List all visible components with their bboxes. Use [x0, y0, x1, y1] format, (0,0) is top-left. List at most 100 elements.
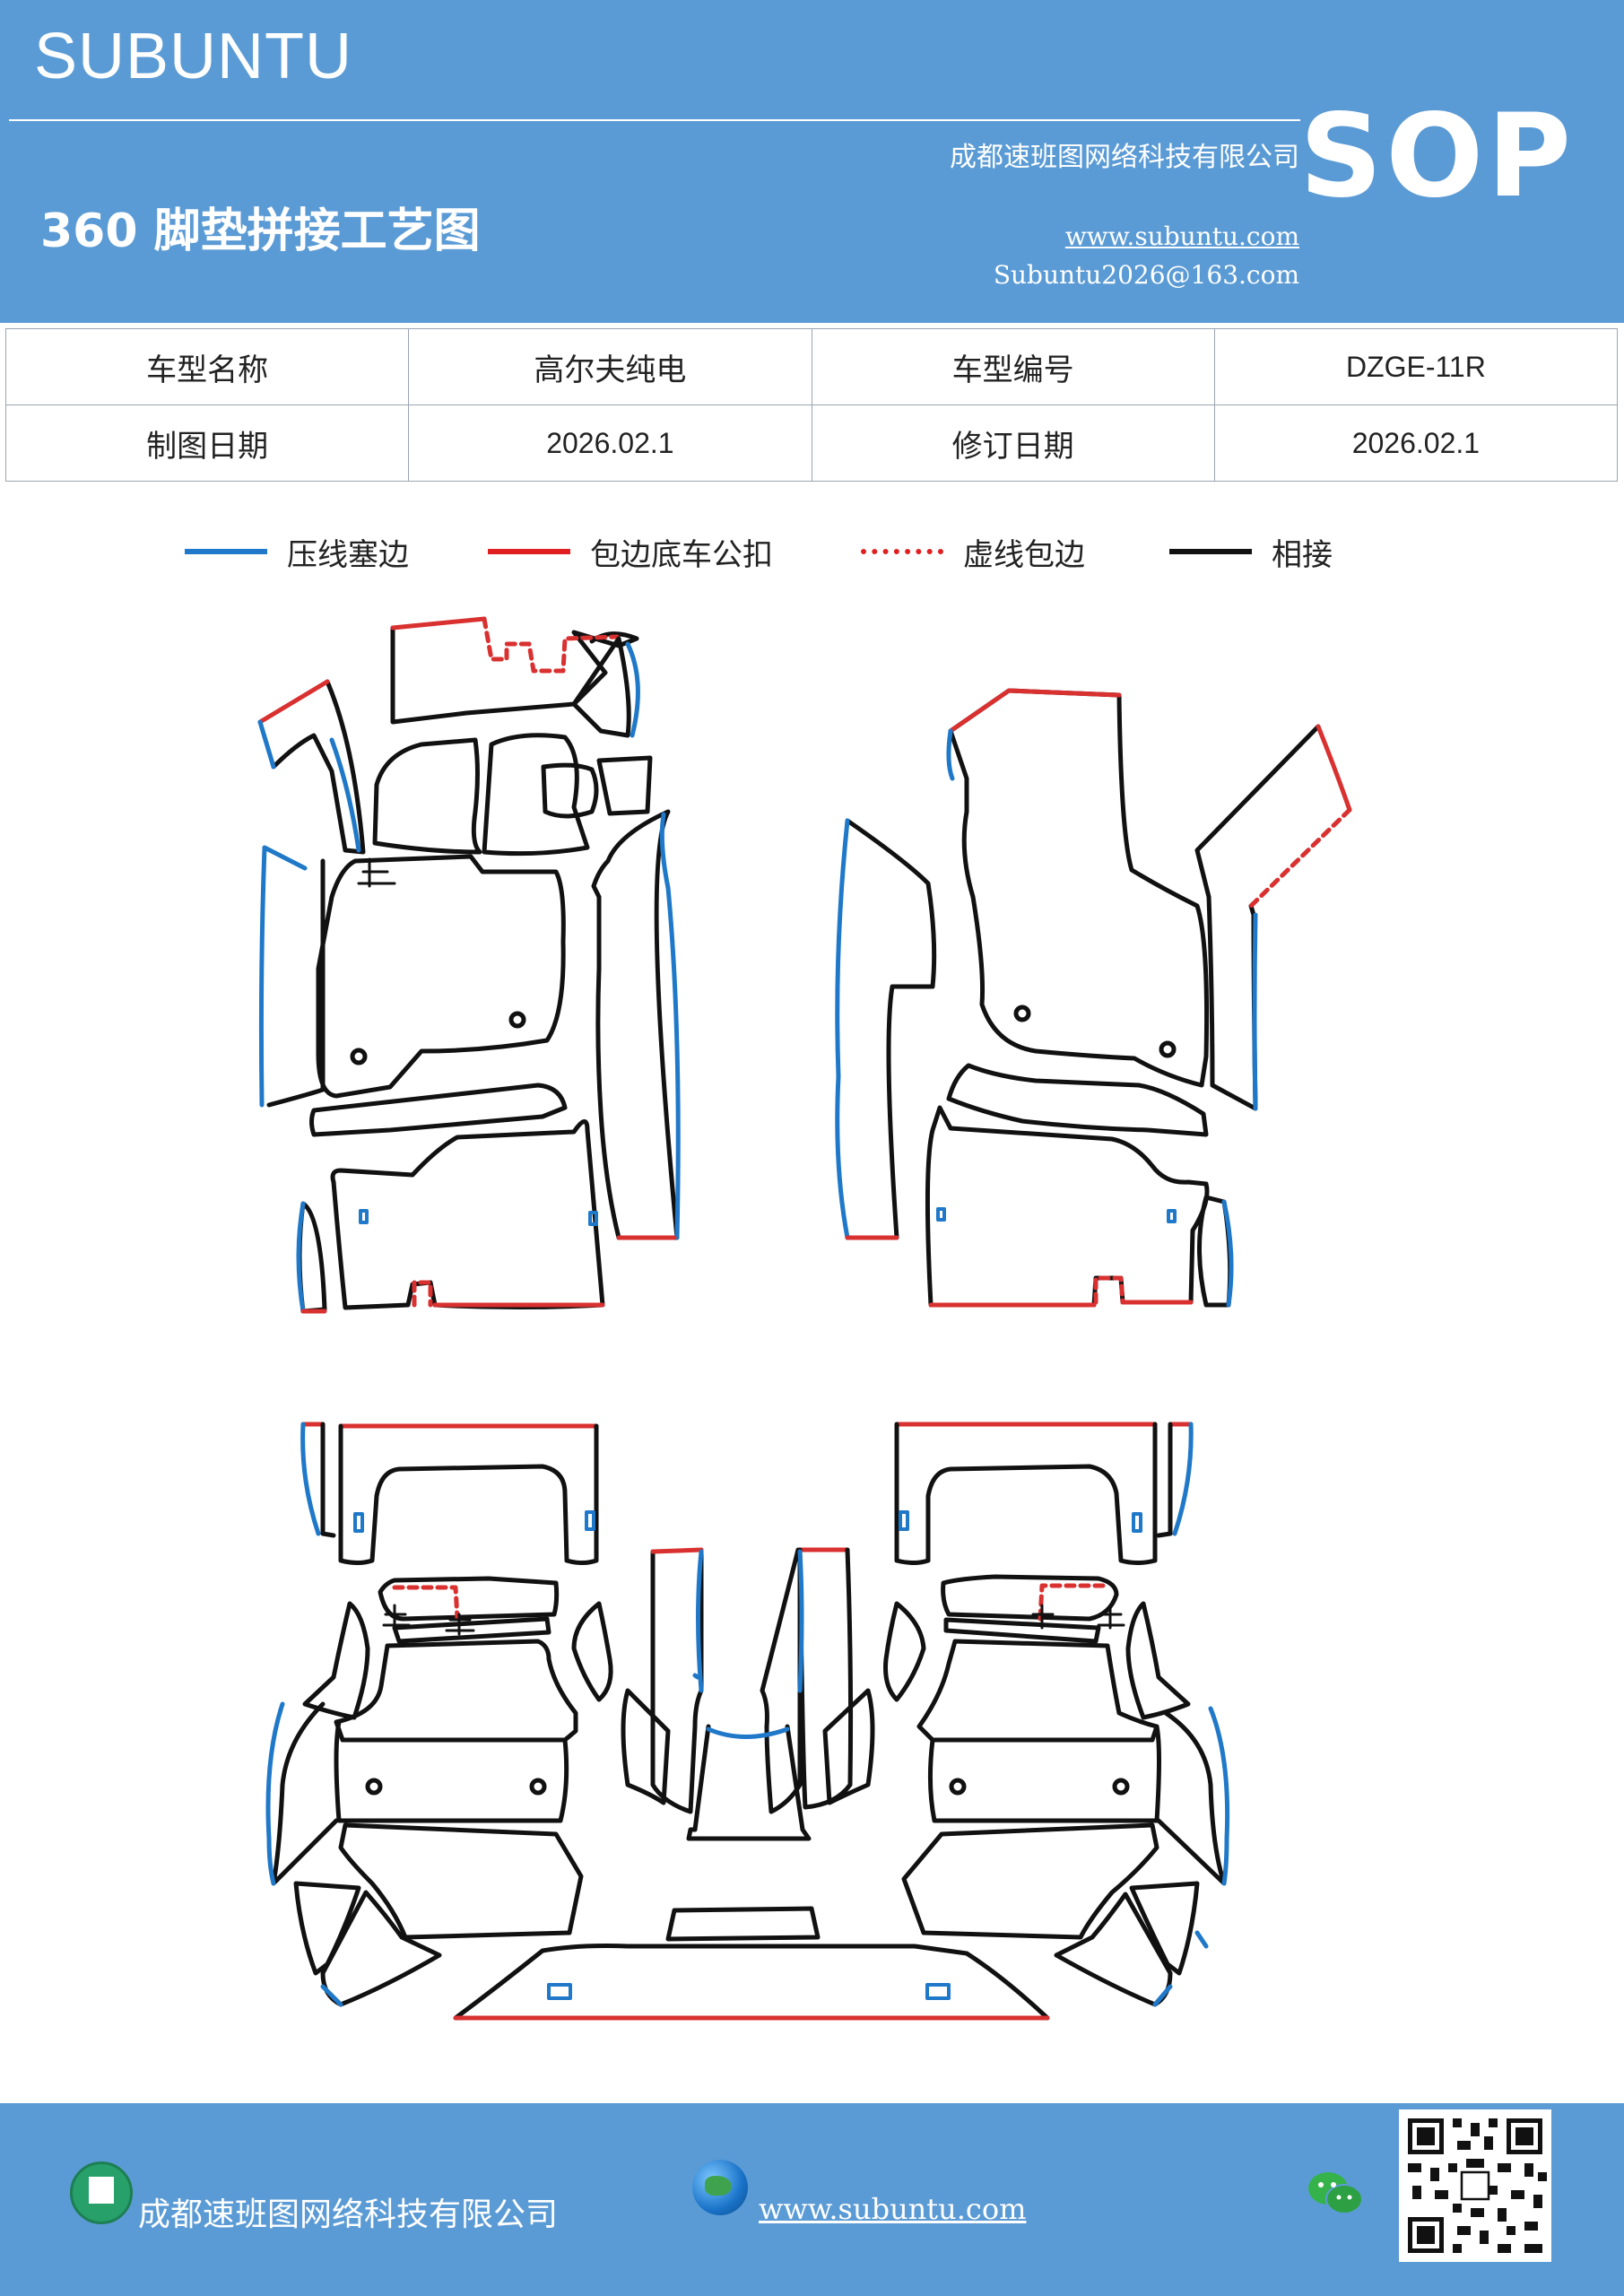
mat-piece-edge [928, 1300, 1194, 1308]
table-cell: DZGE-11R [1213, 328, 1619, 405]
mat-piece-edge [650, 1547, 704, 1554]
mat-piece-edge [258, 845, 308, 1108]
rear-left-mat-group [265, 1422, 671, 2007]
mat-piece [453, 1944, 1050, 2021]
email-address: Subuntu2026@163.com [993, 260, 1299, 290]
mat-piece [1129, 1881, 1200, 1976]
mat-piece-edge [1208, 1706, 1230, 1886]
wechat-icon [1308, 2172, 1363, 2214]
mat-piece-edge [1152, 1930, 1209, 2007]
mat-piece-slot [547, 1983, 572, 2000]
mat-piece-edge [1248, 807, 1352, 909]
legend-swatch-blue [185, 549, 267, 554]
mat-piece [941, 1574, 1119, 1622]
mat-piece [948, 688, 1210, 1088]
mat-piece [665, 1906, 821, 1942]
mat-piece-edge [1093, 1275, 1125, 1305]
mat-piece-hole [1159, 1040, 1177, 1058]
mat-piece-slot [359, 1209, 369, 1224]
mat-piece-slot [936, 1207, 946, 1222]
mat-piece-edge [257, 719, 361, 853]
brand-name: SUBUNTU [34, 21, 353, 92]
mat-piece-slot [585, 1510, 595, 1531]
table-cell: 车型名称 [4, 328, 410, 405]
mat-piece-edge [392, 1585, 460, 1622]
mat-piece [822, 1688, 875, 1805]
mat-piece-slot [925, 1983, 951, 2000]
front-left-mat-group [257, 616, 681, 1314]
mat-piece-hole [1013, 1004, 1031, 1022]
mat-piece [650, 1549, 704, 1814]
footer-website-link[interactable]: www.subuntu.com [759, 2192, 1027, 2226]
mat-piece-hole [1112, 1778, 1130, 1796]
mat-piece [1194, 724, 1321, 1111]
mat-piece [571, 636, 631, 738]
mat-piece-edge [692, 1549, 704, 1693]
mat-piece [901, 1822, 1159, 1940]
mat-piece [309, 1083, 568, 1137]
mat-piece-slot [588, 1211, 598, 1226]
sop-badge: SOP [1299, 90, 1575, 223]
mat-piece [541, 762, 599, 819]
mat-piece-edge [412, 1280, 433, 1308]
mat-piece [320, 1422, 599, 1565]
rear-center-mat-group [453, 1547, 1050, 2021]
table-cell: 2026.02.1 [408, 404, 812, 482]
mat-piece-edge [706, 1726, 790, 1739]
mat-piece [571, 1601, 613, 1702]
footer-company-name: 成都速班图网络科技有限公司 [138, 2196, 559, 2233]
legend-item: 相接 [1169, 525, 1333, 578]
mat-piece-edge [625, 641, 640, 738]
mat-piece [372, 737, 482, 855]
front-right-mat-group [835, 688, 1352, 1308]
legend-label: 压线塞边 [287, 536, 409, 573]
mat-piece-edge [1221, 1199, 1234, 1308]
mat-piece-edge [296, 1201, 306, 1314]
mat-piece [300, 1422, 599, 1429]
website-link[interactable]: www.subuntu.com [1064, 222, 1299, 251]
mat-piece [591, 809, 680, 1240]
table-cell: 制图日期 [4, 404, 410, 482]
mat-piece [334, 1639, 578, 1743]
mat-piece [302, 1601, 370, 1720]
mat-piece-hole [949, 1778, 967, 1796]
table-cell: 修订日期 [811, 404, 1215, 482]
mat-piece [883, 1601, 926, 1702]
mat-piece-slot [1167, 1209, 1177, 1223]
mat-piece [378, 1576, 560, 1622]
anchor-mark [382, 1604, 475, 1636]
document-title: 360 脚垫拼接工艺图 [40, 204, 481, 258]
mat-piece [266, 858, 326, 1108]
mat-piece [338, 1822, 584, 1940]
company-name: 成都速班图网络科技有限公司 [950, 142, 1299, 173]
mat-piece-edge [1038, 1583, 1106, 1622]
table-cell: 高尔夫纯电 [408, 328, 812, 405]
legend-item: 压线塞边 [185, 525, 409, 578]
mat-piece-edge [946, 728, 955, 781]
mat-piece [271, 679, 366, 855]
qr-code[interactable] [1399, 2109, 1551, 2262]
table-row: 制图日期 2026.02.1 修订日期 2026.02.1 [4, 404, 1619, 482]
header-divider [9, 119, 1300, 121]
mat-piece [943, 1617, 1101, 1644]
legend-item: 虚线包边 [861, 525, 1085, 578]
mat-piece-hole [350, 1048, 368, 1065]
legend-swatch-red [488, 549, 570, 554]
mat-piece [392, 1616, 551, 1644]
mat-piece-edge [1316, 724, 1352, 813]
mat-piece [596, 755, 653, 816]
mat-piece-edge [948, 688, 1122, 734]
mat-piece-edge [390, 616, 487, 631]
mat-piece [334, 1719, 569, 1823]
mat-piece-hole [365, 1778, 383, 1796]
mat-piece-edge [257, 679, 330, 725]
legend-swatch-red-dashed [861, 549, 943, 554]
mat-piece [271, 1701, 339, 1886]
mat-piece [845, 818, 937, 1240]
mat-piece [330, 1119, 605, 1310]
legend-swatch-black [1169, 549, 1252, 554]
mat-piece-slot [1132, 1512, 1142, 1533]
table-cell: 车型编号 [811, 328, 1215, 405]
mat-piece [1156, 1710, 1227, 1886]
